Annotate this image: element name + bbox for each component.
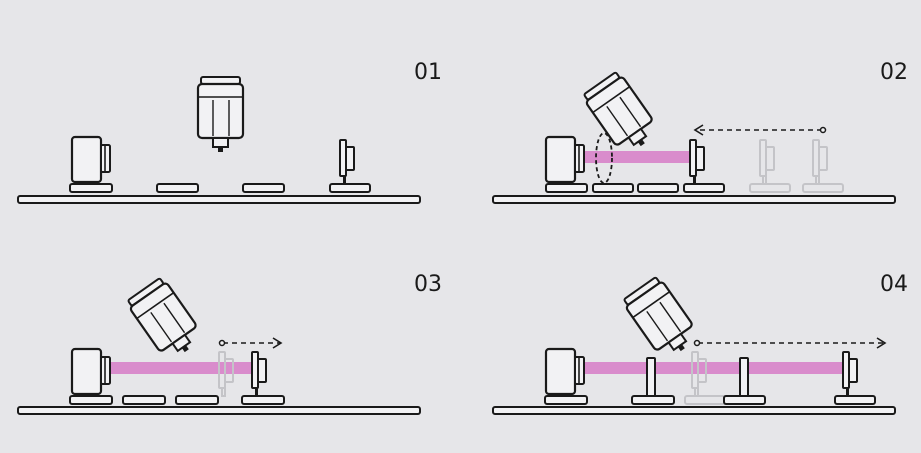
step-01-label: 01 bbox=[414, 60, 442, 85]
detector-mount bbox=[689, 139, 705, 184]
optical-rail bbox=[17, 195, 421, 204]
mount-base bbox=[545, 183, 588, 193]
mount-base bbox=[592, 183, 634, 193]
step-02-label: 02 bbox=[880, 60, 908, 85]
alignment-laser-tilted bbox=[583, 71, 653, 147]
step-03-panel: 03 bbox=[17, 272, 442, 415]
move-left-arrow bbox=[693, 124, 827, 136]
light-beam bbox=[578, 151, 690, 163]
step-04-panel: 04 bbox=[492, 272, 908, 415]
step-03-label: 03 bbox=[414, 272, 442, 297]
light-beam bbox=[583, 362, 843, 374]
mount-base bbox=[156, 183, 199, 193]
mount-base bbox=[241, 395, 285, 405]
mount-base bbox=[122, 395, 166, 405]
mount-base bbox=[69, 183, 113, 193]
mount-base bbox=[544, 395, 588, 405]
alignment-laser-tilted bbox=[623, 276, 693, 352]
light-source bbox=[70, 347, 111, 396]
mount-base bbox=[683, 183, 725, 193]
lens-post bbox=[646, 357, 656, 397]
step-02-panel: 02 bbox=[492, 60, 908, 204]
detector-ghost bbox=[749, 139, 791, 193]
mount-base bbox=[631, 395, 675, 405]
detector-mount bbox=[842, 351, 858, 396]
mount-base-ghost bbox=[684, 395, 727, 405]
alignment-laser-tilted bbox=[127, 277, 197, 353]
lens-post bbox=[739, 357, 749, 397]
optical-rail bbox=[492, 195, 896, 204]
mount-base bbox=[69, 395, 113, 405]
mount-base bbox=[329, 183, 371, 193]
mount-base bbox=[175, 395, 219, 405]
step-04-label: 04 bbox=[880, 272, 908, 297]
aperture-ring bbox=[595, 132, 613, 184]
light-source bbox=[544, 347, 585, 396]
detector-mount bbox=[251, 351, 267, 396]
optical-rail bbox=[492, 406, 896, 415]
detector-ghost bbox=[691, 351, 707, 397]
mount-base bbox=[637, 183, 679, 193]
detector-ghost bbox=[218, 351, 234, 397]
mount-base bbox=[242, 183, 285, 193]
detector-ghost bbox=[802, 139, 844, 193]
move-right-arrow bbox=[693, 337, 887, 349]
move-right-arrow bbox=[218, 337, 283, 349]
light-beam bbox=[109, 362, 254, 374]
mount-base bbox=[834, 395, 876, 405]
mount-base bbox=[723, 395, 766, 405]
detector-mount bbox=[339, 139, 355, 184]
light-source bbox=[544, 135, 585, 184]
light-source bbox=[70, 135, 111, 184]
alignment-laser bbox=[196, 76, 245, 152]
optical-rail bbox=[17, 406, 421, 415]
step-01-panel: 01 bbox=[17, 60, 442, 204]
